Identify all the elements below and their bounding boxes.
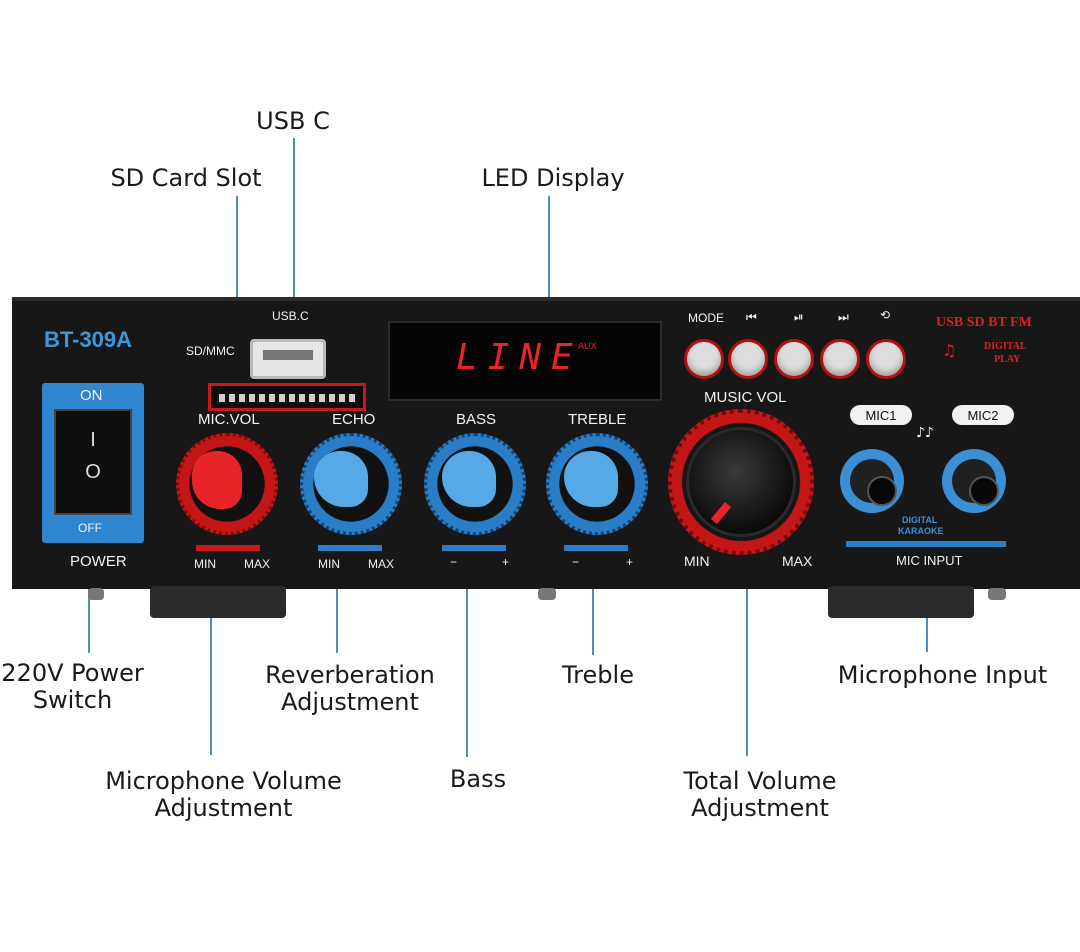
led-aux-badge: AUX	[578, 341, 597, 351]
usb-c-callout: USB C	[256, 107, 330, 135]
treble-callout: Treble	[562, 661, 634, 689]
music-vol-leader-line	[746, 470, 748, 756]
microphone-input-callout: Microphone Input	[837, 661, 1048, 689]
rocker-on-icon: I	[90, 429, 96, 451]
treble-max: +	[626, 555, 634, 569]
microphone-volume-callout: Microphone Volume Adjustment	[105, 767, 342, 822]
bass-leader-line	[466, 472, 468, 757]
echo-label: ECHO	[332, 411, 376, 428]
bass-max: +	[502, 555, 510, 569]
bass-knob[interactable]	[442, 451, 496, 507]
usb-port-tongue	[263, 350, 313, 360]
usb-c-label: USB.C	[272, 309, 309, 323]
brand-play: PLAY	[994, 354, 1021, 365]
power-switch-callout: 220V Power Switch	[1, 659, 144, 714]
mic1-label-badge: MIC1	[850, 405, 912, 425]
mode-button-label: MODE	[688, 311, 724, 325]
center-screw	[538, 588, 556, 600]
play-pause-icon: ⏯	[794, 310, 804, 324]
music-vol-max: MAX	[782, 553, 813, 569]
next-button[interactable]	[820, 339, 860, 379]
mic1-label: MIC1	[865, 408, 897, 423]
led-display-leader-line	[548, 196, 550, 332]
mic-vol-min: MIN	[194, 557, 216, 571]
music-vol-label: MUSIC VOL	[704, 389, 787, 406]
bass-callout: Bass	[449, 765, 507, 793]
power-off-label: OFF	[78, 521, 102, 535]
sd-slot-leader-line	[236, 196, 238, 371]
karaoke-label: KARAOKE	[898, 526, 944, 536]
amplifier-front-panel: BT-309A ON I O OFF POWER USB.C SD/MMC LI…	[12, 297, 1080, 589]
mic-vol-label: MIC.VOL	[198, 411, 260, 428]
repeat-button[interactable]	[866, 339, 906, 379]
prev-button[interactable]	[728, 339, 768, 379]
left-foot	[150, 586, 286, 618]
play-pause-button[interactable]	[774, 339, 814, 379]
model-name: BT-309A	[44, 327, 133, 352]
mic2-jack[interactable]	[942, 449, 1006, 513]
power-label: POWER	[70, 553, 127, 570]
echo-max: MAX	[368, 557, 395, 571]
mic-notes-icon: ♪♪	[916, 425, 934, 441]
left-screw	[88, 588, 104, 600]
rocker-off-icon: O	[85, 461, 101, 483]
treble-knob[interactable]	[564, 451, 618, 507]
sd-card-slot-callout: SD Card Slot	[110, 164, 262, 192]
next-icon: ⏭	[838, 310, 849, 324]
prev-icon: ⏮	[746, 310, 757, 324]
mic2-label: MIC2	[967, 408, 999, 423]
mic1-jack[interactable]	[840, 449, 904, 513]
music-vol-knob[interactable]	[686, 427, 796, 537]
mic-vol-max: MAX	[244, 557, 271, 571]
brand-digital: DIGITAL	[984, 341, 1027, 352]
echo-knob[interactable]	[314, 451, 368, 507]
music-vol-pointer	[710, 502, 732, 524]
mic-input-label: MIC INPUT	[896, 553, 963, 568]
reverberation-callout: Reverberation Adjustment	[265, 661, 435, 716]
digital-play-icon: ♫	[942, 341, 957, 360]
led-display-callout: LED Display	[481, 164, 625, 192]
sd-card-slot[interactable]	[208, 383, 366, 411]
mode-button[interactable]	[684, 339, 724, 379]
power-on-label: ON	[80, 387, 103, 404]
mic-vol-knob[interactable]	[192, 451, 242, 509]
repeat-icon: ⟲	[880, 308, 891, 322]
music-vol-min: MIN	[684, 553, 710, 569]
treble-min: −	[572, 555, 580, 569]
bass-label: BASS	[456, 411, 497, 428]
echo-scale	[318, 545, 382, 551]
treble-scale	[564, 545, 628, 551]
right-foot	[828, 586, 974, 618]
echo-min: MIN	[318, 557, 340, 571]
led-display-text: LINE	[456, 337, 583, 378]
power-rocker-switch[interactable]: I O	[54, 409, 132, 515]
total-volume-callout: Total Volume Adjustment	[683, 767, 837, 822]
power-switch-frame: ON I O OFF	[42, 383, 144, 543]
sd-slot-contacts	[219, 394, 357, 402]
bass-min: −	[450, 555, 458, 569]
mic2-label-badge: MIC2	[952, 405, 1014, 425]
mic-vol-scale	[196, 545, 260, 551]
treble-label: TREBLE	[568, 411, 627, 428]
usb-c-leader-line	[293, 138, 295, 348]
led-display: LINE AUX	[388, 321, 662, 401]
usb-port[interactable]	[250, 339, 326, 379]
bass-scale	[442, 545, 506, 551]
bass-ring	[424, 433, 526, 535]
mic-input-scale	[846, 541, 1006, 547]
brand-formats: USB SD BT FM	[936, 315, 1032, 330]
right-screw	[988, 588, 1006, 600]
sd-mmc-label: SD/MMC	[186, 344, 235, 358]
digital-label: DIGITAL	[902, 515, 938, 525]
